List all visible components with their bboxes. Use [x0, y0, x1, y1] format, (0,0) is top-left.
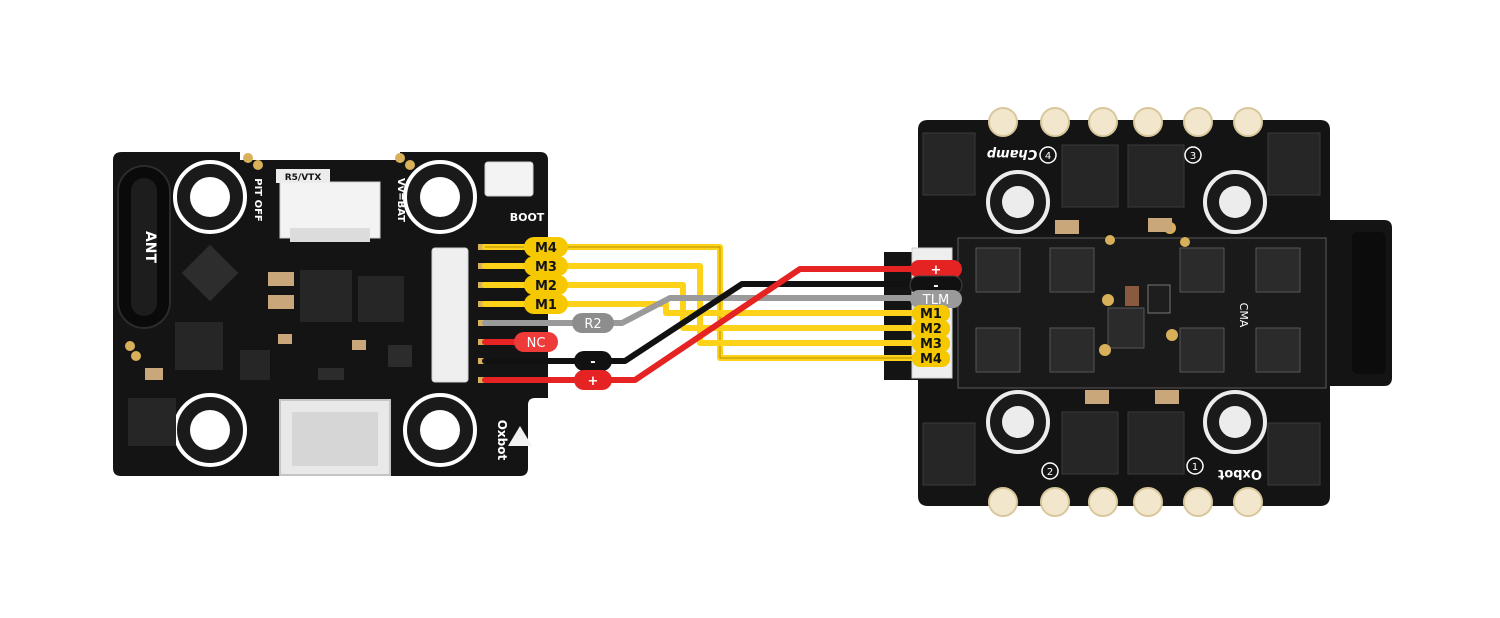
mount-hole-top-left	[173, 160, 247, 234]
tag-power: +	[574, 370, 612, 390]
svg-text:-: -	[590, 355, 595, 370]
wire-power	[482, 266, 915, 383]
mount-hole-bottom-right	[403, 393, 477, 467]
wire-m4-edge	[484, 246, 913, 359]
esc-tag-m3: M3	[912, 335, 950, 352]
svg-text:M2: M2	[920, 322, 942, 337]
tag-nc: NC	[514, 332, 558, 352]
boot-label: BOOT	[510, 211, 545, 224]
fc-brand-label: Oxbot	[495, 420, 509, 461]
esc-side-mark: CMA	[1237, 303, 1250, 328]
esc-tag-m4: M4	[912, 350, 950, 367]
svg-text:M4: M4	[535, 241, 557, 256]
wire-ground	[482, 281, 915, 364]
esc-brand-top: Champ	[987, 146, 1037, 161]
harness-wires	[482, 244, 915, 383]
svg-text:M3: M3	[535, 260, 557, 275]
orientation-arrow-icon	[508, 426, 532, 446]
esc-mosfets	[922, 132, 1321, 486]
wire-m2	[482, 282, 915, 331]
mount-hole-bottom-left	[173, 393, 247, 467]
esc-mount-hole-top-right	[1203, 170, 1267, 234]
svg-text:M3: M3	[920, 337, 942, 352]
esc-pad-label-tags: + - TLM M1 M2 M3 M4	[909, 260, 963, 367]
esc-tag-tlm: TLM	[910, 290, 962, 308]
svg-text:+: +	[588, 374, 599, 389]
svg-text:M4: M4	[920, 352, 942, 367]
tag-r2: R2	[572, 313, 614, 333]
svg-text:M1: M1	[920, 307, 942, 322]
svg-text:NC: NC	[527, 336, 546, 351]
wire-telemetry	[482, 295, 915, 326]
motor-number-2: 2	[1047, 467, 1053, 478]
esc-driver-chips	[975, 247, 1301, 373]
esc-tag-power: +	[910, 260, 962, 278]
ant-label: ANT	[142, 231, 158, 264]
tag-m1: M1	[524, 294, 568, 314]
tag-m4: M4	[524, 237, 568, 257]
esc-brand-bottom: Oxbot	[1218, 466, 1262, 481]
mount-hole-top-right	[403, 160, 477, 234]
esc-mount-hole-top-left	[986, 170, 1050, 234]
motor-number-4: 4	[1045, 151, 1051, 162]
fc-silkscreen-labels: R5/VTX ANT PIT OFF Vv=BAT BOOT Oxbot	[142, 169, 545, 461]
pit-off-label: PIT OFF	[252, 178, 263, 222]
esc-motor-numbers: 4 3 2 1	[1039, 146, 1204, 480]
wire-m1	[482, 301, 915, 316]
rx-vtx-label: R5/VTX	[285, 173, 322, 183]
esc-mount-hole-bottom-right	[1203, 390, 1267, 454]
wire-m3	[482, 263, 915, 346]
svg-text:-: -	[933, 279, 938, 294]
svg-text:M2: M2	[535, 279, 557, 294]
tag-m2: M2	[524, 275, 568, 295]
esc-tag-m1: M1	[912, 305, 950, 322]
svg-text:M1: M1	[535, 298, 557, 313]
esc-board: 4 3 2 1 Champ Oxbot CMA	[884, 107, 1392, 517]
esc-tag-m2: M2	[912, 320, 950, 337]
esc-motor-pads-bottom	[988, 487, 1263, 517]
vbat-label: Vv=BAT	[395, 178, 406, 222]
motor-number-1: 1	[1192, 462, 1198, 473]
tag-m3: M3	[524, 256, 568, 276]
tag-ground: -	[574, 351, 612, 371]
fc-wire-label-tags: M4 M3 M2 M1 R2 NC - +	[514, 237, 614, 390]
svg-text:TLM: TLM	[922, 293, 949, 308]
flight-controller-board: R5/VTX ANT PIT OFF Vv=BAT BOOT Oxbot	[113, 152, 548, 476]
motor-number-3: 3	[1190, 151, 1196, 162]
esc-motor-pads-top	[988, 107, 1263, 137]
svg-text:+: +	[931, 263, 942, 278]
svg-text:R2: R2	[584, 317, 601, 332]
esc-mount-hole-bottom-left	[986, 390, 1050, 454]
